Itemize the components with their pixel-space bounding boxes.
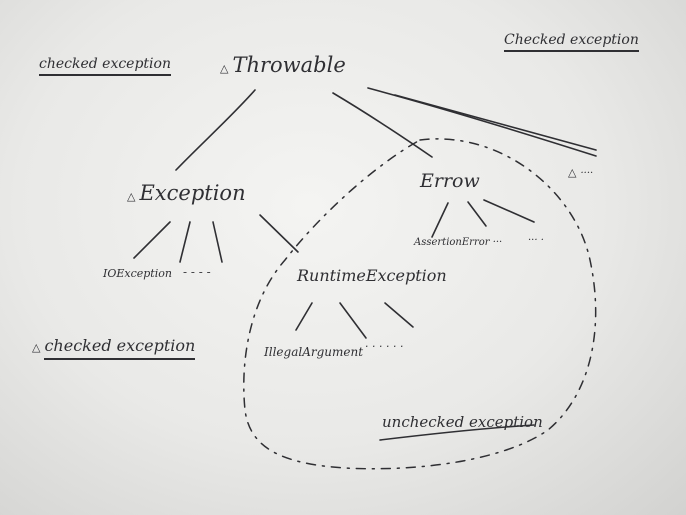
edge-exception-io-1 [133,221,171,259]
node-exception-label: Exception [139,181,246,205]
label-unchecked: unchecked exception [382,413,543,431]
edge-error-child-3 [483,199,535,223]
node-illegal-argument: IllegalArgument [264,345,364,359]
triangle-marker: △ [32,341,41,354]
node-assertion-error: AssertionError ··· [414,237,503,248]
error-ellipsis: ··· · [528,235,544,246]
edge-exception-io-2 [179,221,191,263]
triangle-marker: △ [220,62,229,75]
unchecked-underline [379,424,535,441]
triangle-marker: △ [127,190,136,203]
node-other-ellipsis: ···· [580,168,594,179]
edge-exception-runtime [259,214,299,253]
label-checked-top-right: Checked exception [504,33,639,52]
edge-error-child-2 [467,201,487,227]
node-runtime-exception: RuntimeException [297,266,447,285]
triangle-marker: △ [568,166,577,179]
ioexception-ellipsis: - - - - [183,265,211,279]
node-error: Errow [420,170,480,192]
node-other-throwable: △···· [568,167,593,179]
label-checked-bottom-left-text: checked exception [44,336,196,360]
edge-runtime-child-2 [339,302,367,339]
edge-runtime-child-3 [384,302,414,328]
edge-throwable-error [332,92,433,158]
unchecked-boundary [243,138,597,470]
node-throwable-label: Throwable [232,53,346,77]
node-ioexception: IOException [103,267,172,280]
label-checked-top-left: checked exception [39,57,171,76]
edge-runtime-illegal [295,302,313,331]
edge-error-assertion [431,202,449,238]
label-checked-bottom-left: △checked exception [32,336,196,360]
edge-throwable-exception [175,89,256,171]
illegal-argument-ellipsis: · · · · · · [365,340,404,353]
edge-throwable-other [367,87,597,157]
edge-throwable-other-2 [394,94,597,151]
node-throwable: △Throwable [220,55,346,76]
edge-exception-io-3 [212,221,223,263]
node-exception: △Exception [127,183,246,204]
